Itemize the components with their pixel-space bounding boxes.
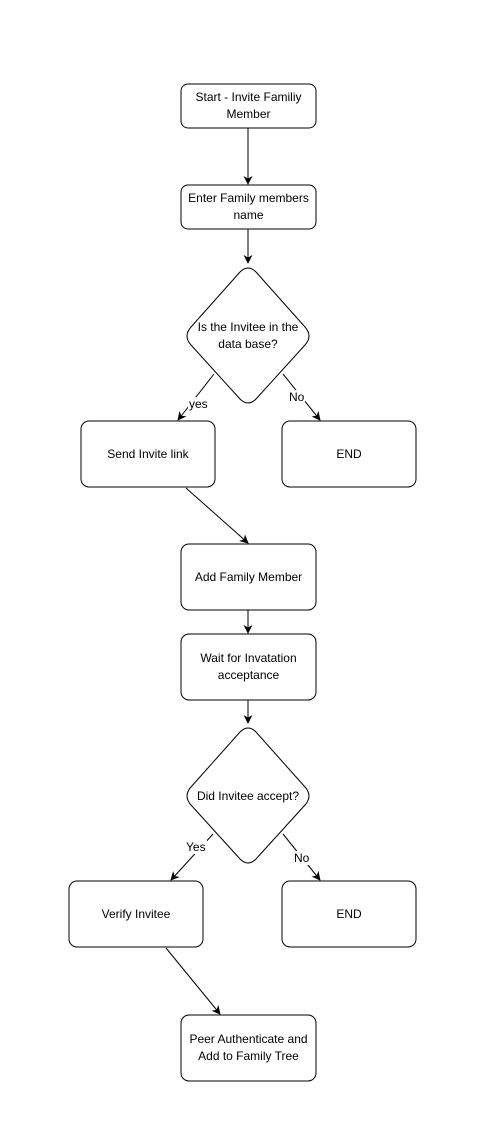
verify-invitee-box	[68, 880, 204, 948]
edge-label-db-no: No	[288, 390, 306, 404]
verify-invitee-label: Verify Invitee	[101, 906, 171, 921]
end-label-1: END	[336, 446, 362, 461]
end-box-2	[281, 880, 417, 948]
decision-in-db-diamond	[186, 267, 310, 404]
send-invite-label: Send Invite link	[107, 446, 189, 461]
enter-name-label: Enter Family members name	[188, 191, 309, 222]
decision-accept-diamond	[186, 727, 310, 864]
edge-label-accept-yes: Yes	[185, 840, 207, 854]
wait-acceptance-label: Wait for Invatation acceptance	[200, 651, 297, 682]
send-invite-box	[80, 420, 216, 488]
edge-label-db-yes: yes	[188, 397, 209, 411]
end-box-1	[281, 420, 417, 488]
peer-auth-label: Peer Authenticate and Add to Family Tree	[189, 1032, 308, 1063]
decision-in-db-label: Is the Invitee in the data base?	[197, 320, 299, 351]
end-label-2: END	[336, 906, 362, 921]
edge-send-to-add	[185, 487, 249, 544]
edge-label-accept-no: No	[293, 851, 311, 865]
decision-accept-label: Did Invitee accept?	[196, 788, 300, 803]
add-member-label: Add Family Member	[194, 569, 303, 584]
peer-auth-box	[180, 1014, 317, 1082]
start-label: Start - Invite Familiy Member	[195, 90, 302, 121]
edge-verify-to-peer	[165, 947, 221, 1015]
